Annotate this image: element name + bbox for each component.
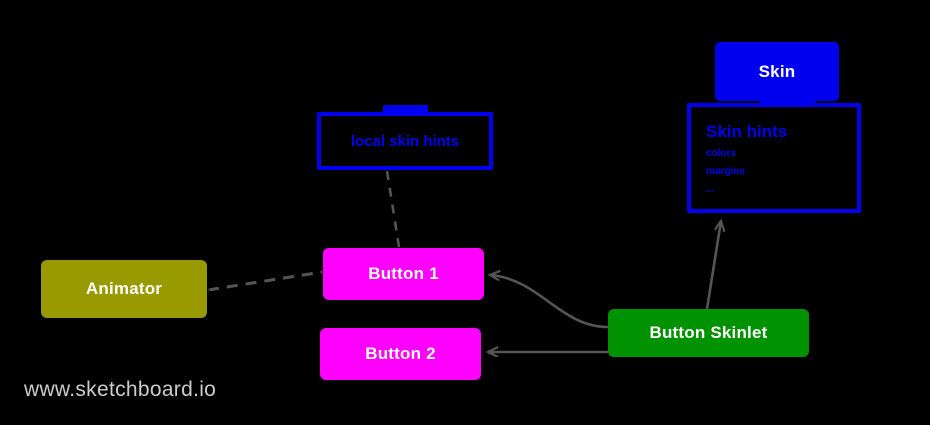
node-button-2-label: Button 2 [365, 344, 436, 363]
node-local-skin-hints[interactable]: local skin hints [317, 112, 493, 170]
edge-button-skinlet-to-button1 [490, 275, 609, 329]
edge-animator-to-button1 [207, 270, 323, 292]
skin-hints-title: Skin hints [706, 122, 788, 141]
watermark: www.sketchboard.io [24, 378, 217, 401]
node-button-skinlet-label: Button Skinlet [649, 323, 768, 342]
skin-hints-item-colors: colors [706, 148, 737, 159]
node-animator[interactable]: Animator [41, 260, 207, 318]
edge-local-skin-hints-to-button1 [385, 170, 401, 248]
node-local-skin-hints-label: local skin hints [350, 132, 460, 150]
skin-hints-item-margins: margins [706, 166, 745, 177]
node-button-2[interactable]: Button 2 [320, 328, 481, 380]
node-button-1[interactable]: Button 1 [323, 248, 484, 300]
node-animator-label: Animator [85, 279, 163, 298]
node-button-1-label: Button 1 [368, 264, 439, 283]
node-skin-hints[interactable]: Skin hints colors margins ... [687, 103, 861, 213]
edge-button-skinlet-to-skin-hints [705, 221, 721, 310]
skin-hints-item-ellipsis: ... [706, 184, 715, 195]
node-skin[interactable]: Skin [715, 42, 839, 101]
node-skin-label: Skin [758, 61, 796, 81]
node-button-skinlet[interactable]: Button Skinlet [608, 309, 809, 357]
